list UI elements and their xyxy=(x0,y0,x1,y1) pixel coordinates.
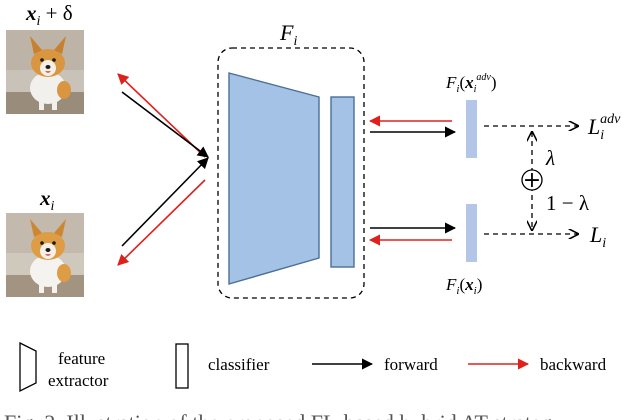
adv-loss-sub: i xyxy=(600,128,604,143)
clean-feature-f: F xyxy=(445,275,457,294)
top-label-sub: i xyxy=(37,14,41,29)
corgi-image-bottom xyxy=(6,213,84,297)
adv-feature-arg: x xyxy=(464,73,474,92)
adv-feature-arg-sup: adv xyxy=(476,72,491,83)
legend: feature extractor classifier forward bac… xyxy=(19,341,607,393)
bottom-image-label: xi xyxy=(39,186,55,214)
legend-backward-label: backward xyxy=(540,355,607,374)
figure-caption: Fig. 2. Illustration of the proposed FL-… xyxy=(4,410,563,420)
legend-extractor-line1: feature xyxy=(58,349,105,368)
legend-forward-label: forward xyxy=(384,355,438,374)
forward-arrow-bottom-image xyxy=(121,157,209,247)
backward-arrow-bottom-image xyxy=(117,179,206,266)
model-label: Fi xyxy=(279,20,297,49)
adv-feature-label: Fi(xiadv) xyxy=(445,72,497,95)
lambda-label: λ xyxy=(545,146,555,170)
clean-feature-label: Fi(xi) xyxy=(445,275,482,297)
clean-loss-symbol: L xyxy=(589,222,602,247)
feature-extractor-block xyxy=(228,72,320,285)
model-label-sub: i xyxy=(293,34,297,49)
model-label-f: F xyxy=(279,20,294,45)
clean-loss-sub: i xyxy=(602,236,606,251)
top-image-label: xi + δ xyxy=(25,1,73,29)
adv-loss-label: Liadv xyxy=(587,112,621,143)
adv-feature-sub: i xyxy=(456,83,459,95)
top-label-x: x xyxy=(25,1,37,25)
combine-circle xyxy=(521,169,543,191)
clean-feature-bar xyxy=(466,204,477,262)
combine-plus-icon: + xyxy=(523,168,541,193)
adv-loss-sup: adv xyxy=(600,112,621,127)
corgi-image-top xyxy=(6,30,84,114)
clean-feature-arg-sub: i xyxy=(474,285,477,297)
legend-extractor-icon xyxy=(19,341,37,393)
legend-extractor-line2: extractor xyxy=(48,371,109,390)
forward-arrow-top-image xyxy=(121,91,209,158)
adv-feature-f: F xyxy=(445,73,457,92)
adv-loss-symbol: L xyxy=(587,114,600,139)
model-box xyxy=(217,47,365,299)
adv-feature-bar xyxy=(466,100,477,158)
clean-loss-label: Li xyxy=(589,222,606,251)
bottom-label-x: x xyxy=(39,186,51,210)
one-minus-lambda-label: 1 − λ xyxy=(546,191,590,215)
top-label-rest: + δ xyxy=(40,1,72,25)
clean-feature-arg: x xyxy=(464,275,474,294)
adv-feature-arg-sub: i xyxy=(474,84,477,95)
legend-classifier-label: classifier xyxy=(208,355,270,374)
bottom-label-sub: i xyxy=(51,199,55,214)
classifier-block xyxy=(330,96,355,268)
clean-feature-sub: i xyxy=(456,285,459,297)
legend-classifier-icon xyxy=(175,343,189,389)
